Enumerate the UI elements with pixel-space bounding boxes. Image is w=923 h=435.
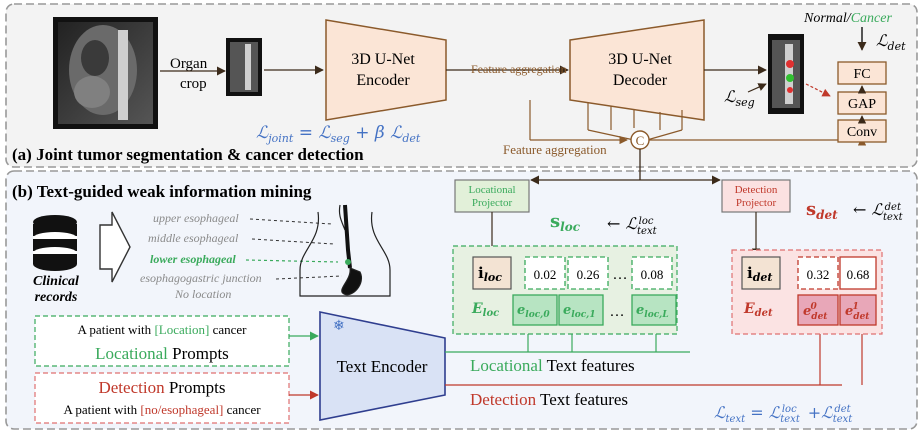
detection-prompts-title: Detection Prompts — [98, 378, 225, 397]
location-lower: lower esophageal — [150, 252, 236, 266]
unet-decoder — [569, 19, 705, 121]
locational-prompt-template: A patient with [Location] cancer — [78, 322, 248, 337]
loss-text-loc: ← ℒtextloc — [607, 214, 658, 237]
e-loc-cells — [512, 294, 677, 326]
text-encoder — [319, 311, 446, 421]
snowflake-icon: ❄ — [333, 319, 345, 334]
locational-prompt-box — [34, 315, 290, 367]
location-junction: esophagogastric junction — [140, 271, 262, 285]
detection-prompt-template: A patient with [no/esophageal] cancer — [63, 402, 261, 417]
location-none: No location — [174, 287, 231, 301]
clinical-records-label-2: records — [35, 290, 78, 305]
panel-a-title: (a) Joint tumor segmentation & cancer de… — [12, 145, 364, 164]
organ-crop-label-2: crop — [180, 76, 207, 92]
location-middle: middle esophageal — [148, 231, 239, 245]
loc-score-0: 0.02 — [534, 267, 557, 282]
text-encoder-label: Text Encoder — [337, 357, 428, 376]
decoder-label-2: Decoder — [613, 72, 668, 89]
detection-text-features: Detection Text features — [470, 390, 628, 409]
organ-crop-label: Organ — [170, 56, 208, 72]
loc-score-ellipsis: … — [613, 267, 628, 283]
loc-score-1: 0.26 — [577, 267, 600, 282]
e-loc-ellipsis: … — [610, 304, 625, 320]
unet-encoder — [325, 19, 447, 121]
e-det-cells — [797, 294, 877, 326]
aggregation-lines — [529, 100, 683, 145]
fc-layer — [837, 61, 887, 85]
gap-label: GAP — [848, 97, 876, 112]
esophagus-illustration — [299, 204, 391, 297]
locational-projector-label-2: Projector — [472, 197, 513, 209]
locational-prompts-title: Locational Prompts — [95, 344, 229, 363]
detection-projector-label-2: Projector — [736, 197, 777, 209]
conv-label: Conv — [847, 125, 877, 140]
i-det-box — [741, 256, 781, 290]
location-upper: upper esophageal — [153, 211, 239, 225]
detection-projector[interactable] — [721, 179, 791, 213]
loss-text-det: ← ℒtextdet — [853, 200, 904, 223]
database-icon — [33, 215, 77, 271]
fc-label: FC — [853, 67, 870, 82]
det-score-0: 0.32 — [807, 267, 830, 282]
det-score-cell-1 — [839, 256, 877, 290]
big-arrow-icon — [99, 211, 131, 283]
loc-score-L: 0.08 — [641, 267, 664, 282]
detection-prompt-box — [34, 372, 290, 424]
locational-projector-label: Locational — [468, 184, 515, 196]
ct-scan-image — [53, 17, 158, 129]
text-loss: ℒtext = ℒtextloc +ℒtextdet — [714, 403, 853, 425]
normal-cancer-label: Normal/Cancer — [803, 11, 892, 26]
detection-projector-label: Detection — [735, 184, 778, 196]
joint-loss: ℒjoint = ℒseg + β ℒdet — [256, 123, 421, 145]
encoder-label-2: Encoder — [356, 72, 410, 89]
cropped-ct-image — [226, 38, 262, 96]
clinical-records-label: Clinical — [33, 274, 79, 289]
panel-b-title: (b) Text-guided weak information mining — [12, 182, 312, 201]
segmentation-output-image — [768, 34, 804, 114]
loc-score-cells — [524, 256, 673, 290]
i-loc-box — [472, 256, 512, 290]
locational-text-features: Locational Text features — [470, 356, 635, 375]
feature-aggregation-label: Feature aggregation — [471, 62, 567, 76]
feature-aggregation-caption: Feature aggregation — [503, 142, 607, 157]
det-score-1: 0.68 — [847, 267, 870, 282]
decoder-label: 3D U-Net — [608, 51, 672, 68]
encoder-label: 3D U-Net — [351, 51, 415, 68]
concat-symbol: C — [636, 133, 645, 148]
det-score-cell-0 — [797, 256, 839, 290]
